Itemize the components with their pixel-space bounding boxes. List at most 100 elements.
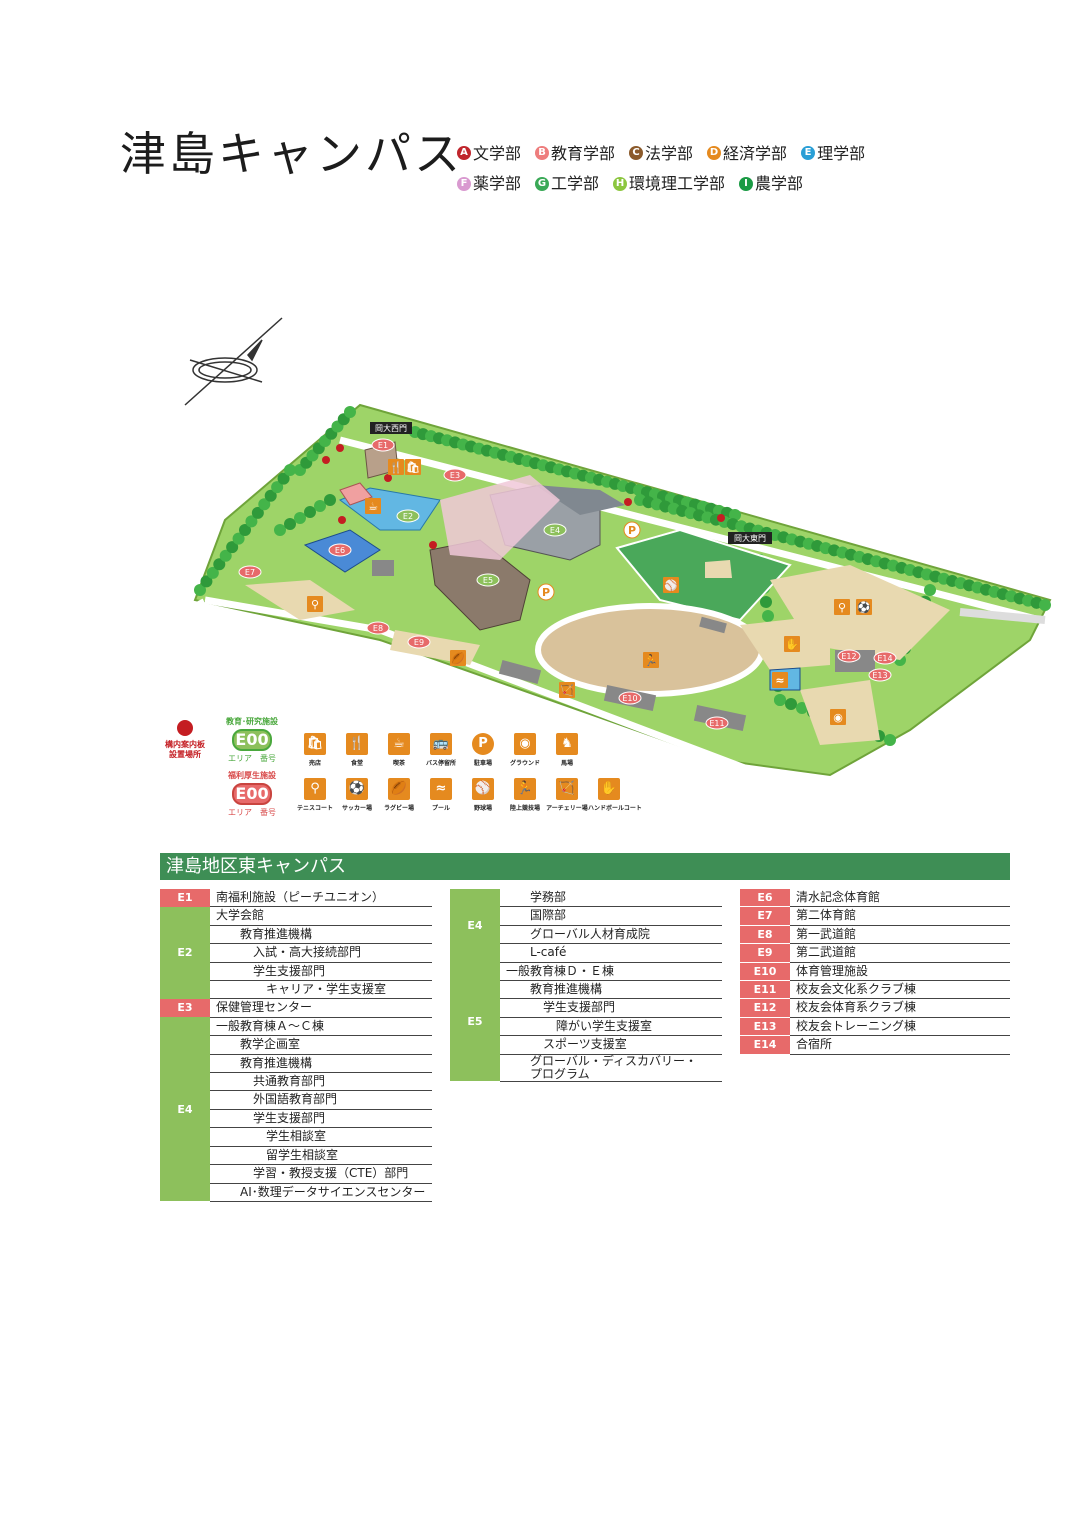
map-rugby-icon: 🏉 (450, 650, 466, 666)
legend-label: サッカー場 (341, 805, 372, 812)
table-row: 教育推進機構 (160, 925, 432, 945)
facility-name: 大学会館 (210, 906, 432, 926)
cafeteria-icon: 🍴 (346, 733, 368, 755)
faculty-badge-icon: B (535, 146, 550, 160)
info-board-markers (322, 444, 725, 549)
facility-name: 共通教育部門 (210, 1072, 432, 1092)
rugby-icon: 🏉 (388, 778, 410, 800)
svg-text:🏉: 🏉 (450, 651, 465, 665)
facility-name: 南福利施設（ピーチユニオン） (210, 889, 432, 908)
facility-name: 障がい学生支援室 (500, 1017, 722, 1037)
legend-tennis: ⚲テニスコート (294, 778, 336, 812)
faculty-badge-icon: F (457, 176, 471, 191)
svg-text:E9: E9 (414, 638, 424, 647)
facility-name: 校友会文化系クラブ棟 (790, 980, 1010, 1000)
legend-ground: ◉グラウンド (504, 733, 546, 767)
svg-text:E1: E1 (378, 441, 388, 450)
facility-name: 教育推進機構 (210, 925, 432, 945)
map-parking-icon: P (623, 521, 641, 539)
ground-icon: ◉ (514, 733, 536, 755)
facility-name: 留学生相談室 (210, 1146, 432, 1166)
area-code: E14 (740, 1035, 790, 1055)
facility-name: 一般教育棟Ｄ・Ｅ棟 (500, 962, 722, 982)
area-label-e7: E7 (238, 565, 262, 579)
archery-icon: 🏹 (556, 778, 578, 800)
svg-text:☕: ☕ (368, 500, 378, 513)
faculty-name: 経済学部 (723, 143, 788, 163)
track-icon: 🏃 (514, 778, 536, 800)
table-row: AI･数理データサイエンスセンター (160, 1183, 432, 1202)
horse-icon: ♞ (556, 733, 578, 755)
facility-name: 第一武道館 (790, 925, 1010, 945)
svg-text:🏃: 🏃 (644, 654, 658, 667)
table-row: 学生支援部門 (450, 998, 722, 1018)
facility-name: 一般教育棟Ａ～Ｃ棟 (210, 1017, 432, 1037)
legend-label: 食堂 (350, 760, 363, 767)
area-code: E10 (740, 962, 790, 982)
svg-text:🏹: 🏹 (560, 684, 574, 697)
table-row: 共通教育部門 (160, 1072, 432, 1092)
facility-name: グローバル・ディスカバリー・ プログラム (500, 1054, 722, 1082)
section-title: 津島地区東キャンパス (160, 853, 1010, 880)
table-row: 教学企画室 (160, 1035, 432, 1055)
svg-text:E2: E2 (403, 512, 413, 521)
facility-name: 校友会トレーニング棟 (790, 1017, 1010, 1037)
faculty-badge-icon: A (457, 146, 471, 160)
table-row: 学生相談室 (160, 1127, 432, 1147)
svg-text:◉: ◉ (833, 711, 843, 724)
facility-name: 教育推進機構 (500, 980, 722, 1000)
board-legend: 構内案内板 設置場所 (160, 720, 210, 760)
map-shop-icon: 🛍 (405, 459, 421, 475)
facility-name: 国際部 (500, 906, 722, 926)
table-row: 障がい学生支援室 (450, 1017, 722, 1037)
map-tennis-icon: ⚲ (307, 596, 323, 612)
facility-name: 学生相談室 (210, 1127, 432, 1147)
faculty-name: 工学部 (551, 174, 600, 193)
edu-code: E00 (232, 729, 272, 751)
faculty-name: 法学部 (645, 143, 694, 163)
legend-label: 野球場 (473, 805, 492, 812)
svg-text:E12: E12 (841, 652, 856, 661)
map-handball-icon: ✋ (784, 636, 800, 652)
svg-text:E6: E6 (335, 546, 345, 555)
legend-soccer: ⚽サッカー場 (336, 778, 378, 812)
area-code: E11 (740, 980, 790, 1000)
welfare-legend-label: 福利厚生施設 (228, 771, 276, 780)
svg-text:E5: E5 (483, 576, 493, 585)
area-code: E13 (740, 1017, 790, 1037)
area-code: E5 (450, 962, 500, 1082)
welfare-legend: 福利厚生施設 E00 エリア 番号 (222, 770, 282, 818)
legend-track: 🏃陸上競技場 (504, 778, 546, 812)
faculty-name: 薬学部 (473, 174, 522, 193)
faculty-name: 文学部 (473, 143, 522, 163)
facility-name: 教育推進機構 (210, 1054, 432, 1074)
legend-bus: 🚌バス停留所 (420, 733, 462, 767)
facility-name: 清水記念体育館 (790, 889, 1010, 908)
area-label-e9: E9 (407, 635, 431, 649)
svg-text:🍴: 🍴 (389, 461, 403, 474)
map-tennis-icon: ⚲ (834, 599, 850, 615)
facility-name: L-café (500, 943, 722, 963)
info-board-icon (177, 720, 193, 736)
area-label-e1: E1 (371, 438, 395, 452)
legend-coffee: ☕喫茶 (378, 733, 420, 767)
area-code: E7 (740, 906, 790, 926)
area-label-e2: E2 (396, 509, 420, 523)
table-row: 留学生相談室 (160, 1146, 432, 1166)
campus-map: 岡大西門 岡大東門 E1E2E3E4E5E6E7E8E9E10E11E12E13… (184, 317, 1052, 777)
map-pool-icon: ≈ (772, 672, 788, 688)
area-code: E9 (740, 943, 790, 963)
